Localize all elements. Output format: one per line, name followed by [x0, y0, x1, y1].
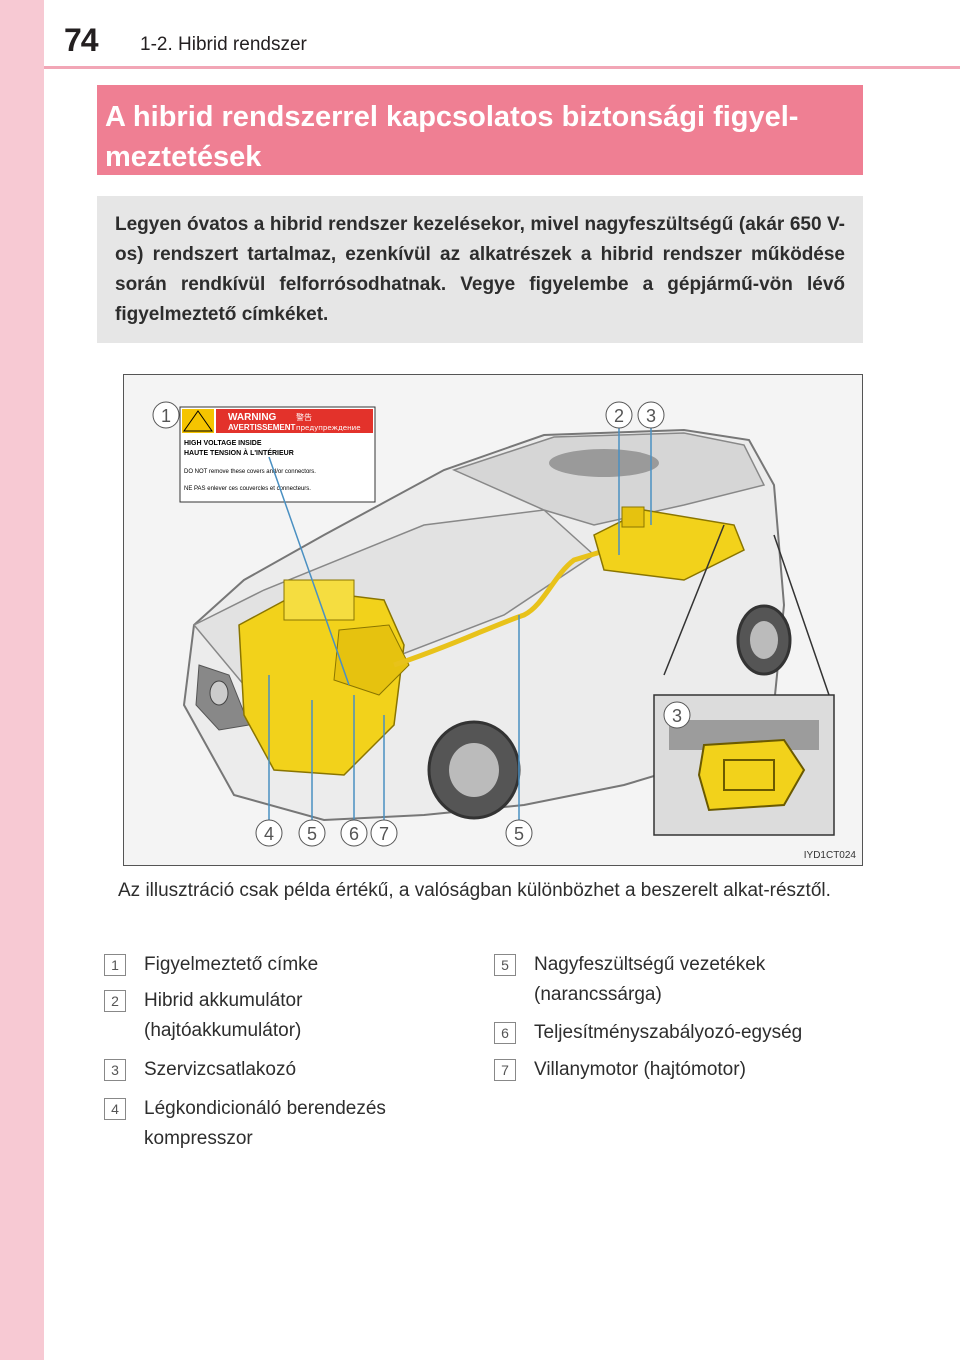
- callout-3: 3: [637, 401, 665, 429]
- rear-wheel-hub: [750, 621, 778, 659]
- legend-text-4: Légkondicionáló berendezés kompresszor: [144, 1098, 386, 1149]
- label-line-4: NE PAS enlever ces couvercles et connect…: [184, 486, 311, 492]
- intro-box: Legyen óvatos a hibrid rendszer kezelése…: [97, 196, 863, 343]
- legend-text-3: Szervizcsatlakozó: [144, 1059, 297, 1080]
- callout-6: 6: [340, 819, 368, 847]
- hybrid-system-illustration: WARNING AVERTISSEMENT 警告 предупреждение …: [123, 374, 863, 866]
- heading-line-2: meztetések: [105, 141, 262, 173]
- legend-text-7: Villanymotor (hajtómotor): [534, 1059, 746, 1080]
- page-number: 74: [64, 22, 99, 58]
- engine-top-cover: [283, 579, 355, 621]
- legend-number-4: 4: [104, 1098, 126, 1120]
- legend-text-6: Teljesítményszabályozó-egység: [534, 1022, 803, 1043]
- label-line-2: HAUTE TENSION À L'INTÉRIEUR: [184, 448, 294, 457]
- heading-box: A hibrid rendszerrel kapcsolatos biztons…: [97, 85, 863, 175]
- figure-code: IYD1CT024: [803, 850, 856, 861]
- power-control-unit: [333, 624, 410, 696]
- intro-text: Legyen óvatos a hibrid rendszer kezelése…: [115, 214, 845, 325]
- callout-1: 1: [152, 401, 180, 429]
- service-plug-on-battery: [621, 506, 645, 528]
- callout-1-text: 1: [161, 406, 171, 426]
- legend-text-2: Hibrid akkumulátor (hajtóakkumulátor): [144, 990, 303, 1041]
- legend-item-7: 7 Villanymotor (hajtómotor): [494, 1055, 864, 1085]
- page-heading: A hibrid rendszerrel kapcsolatos biztons…: [105, 97, 855, 177]
- emblem: [209, 680, 229, 706]
- callout-3-text: 3: [646, 406, 656, 426]
- warning-label-inset: WARNING AVERTISSEMENT 警告 предупреждение …: [179, 406, 376, 503]
- front-wheel-hub: [449, 743, 499, 797]
- callout-4-text: 4: [264, 824, 274, 844]
- car-roof-windows: [451, 432, 766, 526]
- callout-5: 5: [298, 819, 326, 847]
- callout-6-text: 6: [349, 824, 359, 844]
- callouts: 1 2 3 3 4 5 6: [152, 401, 691, 847]
- callout-5-text: 5: [307, 824, 317, 844]
- legend-number-7: 7: [494, 1059, 516, 1081]
- label-line-1: HIGH VOLTAGE INSIDE: [184, 440, 262, 447]
- callout-2: 2: [605, 401, 633, 429]
- callout-2-text: 2: [614, 406, 624, 426]
- car-illustration: WARNING AVERTISSEMENT 警告 предупреждение …: [152, 401, 835, 847]
- sunroof: [549, 449, 659, 477]
- left-margin-stripe: [0, 0, 44, 1360]
- callout-3-inset-text: 3: [672, 706, 682, 726]
- legend-number-6: 6: [494, 1022, 516, 1044]
- label-ru: предупреждение: [296, 424, 361, 432]
- label-title-1: WARNING: [228, 412, 277, 423]
- legend-item-1: 1 Figyelmeztető címke: [104, 950, 434, 980]
- legend-item-3: 3 Szervizcsatlakozó: [104, 1055, 434, 1085]
- label-cjk: 警告: [296, 412, 312, 422]
- legend-text-1: Figyelmeztető címke: [144, 954, 319, 975]
- legend-number-5: 5: [494, 954, 516, 976]
- heading-line-1: A hibrid rendszerrel kapcsolatos biztons…: [105, 101, 799, 133]
- label-line-3: DO NOT remove these covers and/or connec…: [184, 469, 316, 475]
- callout-4: 4: [255, 819, 283, 847]
- legend-item-4: 4 Légkondicionáló berendezés kompresszor: [104, 1094, 434, 1154]
- legend-item-5: 5 Nagyfeszültségű vezetékek (narancssárg…: [494, 950, 804, 1010]
- high-voltage-cable: [393, 542, 625, 668]
- label-title-2: AVERTISSEMENT: [228, 423, 296, 432]
- callout-7-text: 7: [379, 824, 389, 844]
- legend-number-3: 3: [104, 1059, 126, 1081]
- callout-5-cable: 5: [505, 819, 533, 847]
- callout-5-cable-text: 5: [514, 824, 524, 844]
- legend-number-1: 1: [104, 954, 126, 976]
- section-title: 1-2. Hibrid rendszer: [140, 34, 307, 55]
- header-rule: [44, 66, 960, 69]
- legend-item-2: 2 Hibrid akkumulátor (hajtóakkumulátor): [104, 986, 364, 1046]
- callout-7: 7: [370, 819, 398, 847]
- callout-3-inset: 3: [663, 701, 691, 729]
- legend-text-5: Nagyfeszültségű vezetékek (narancssárga): [534, 954, 766, 1005]
- figure-caption: Az illusztráció csak példa értékű, a val…: [118, 880, 831, 901]
- legend-number-2: 2: [104, 990, 126, 1012]
- leader-lines: [268, 425, 652, 833]
- legend-item-6: 6 Teljesítményszabályozó-egység: [494, 1018, 864, 1048]
